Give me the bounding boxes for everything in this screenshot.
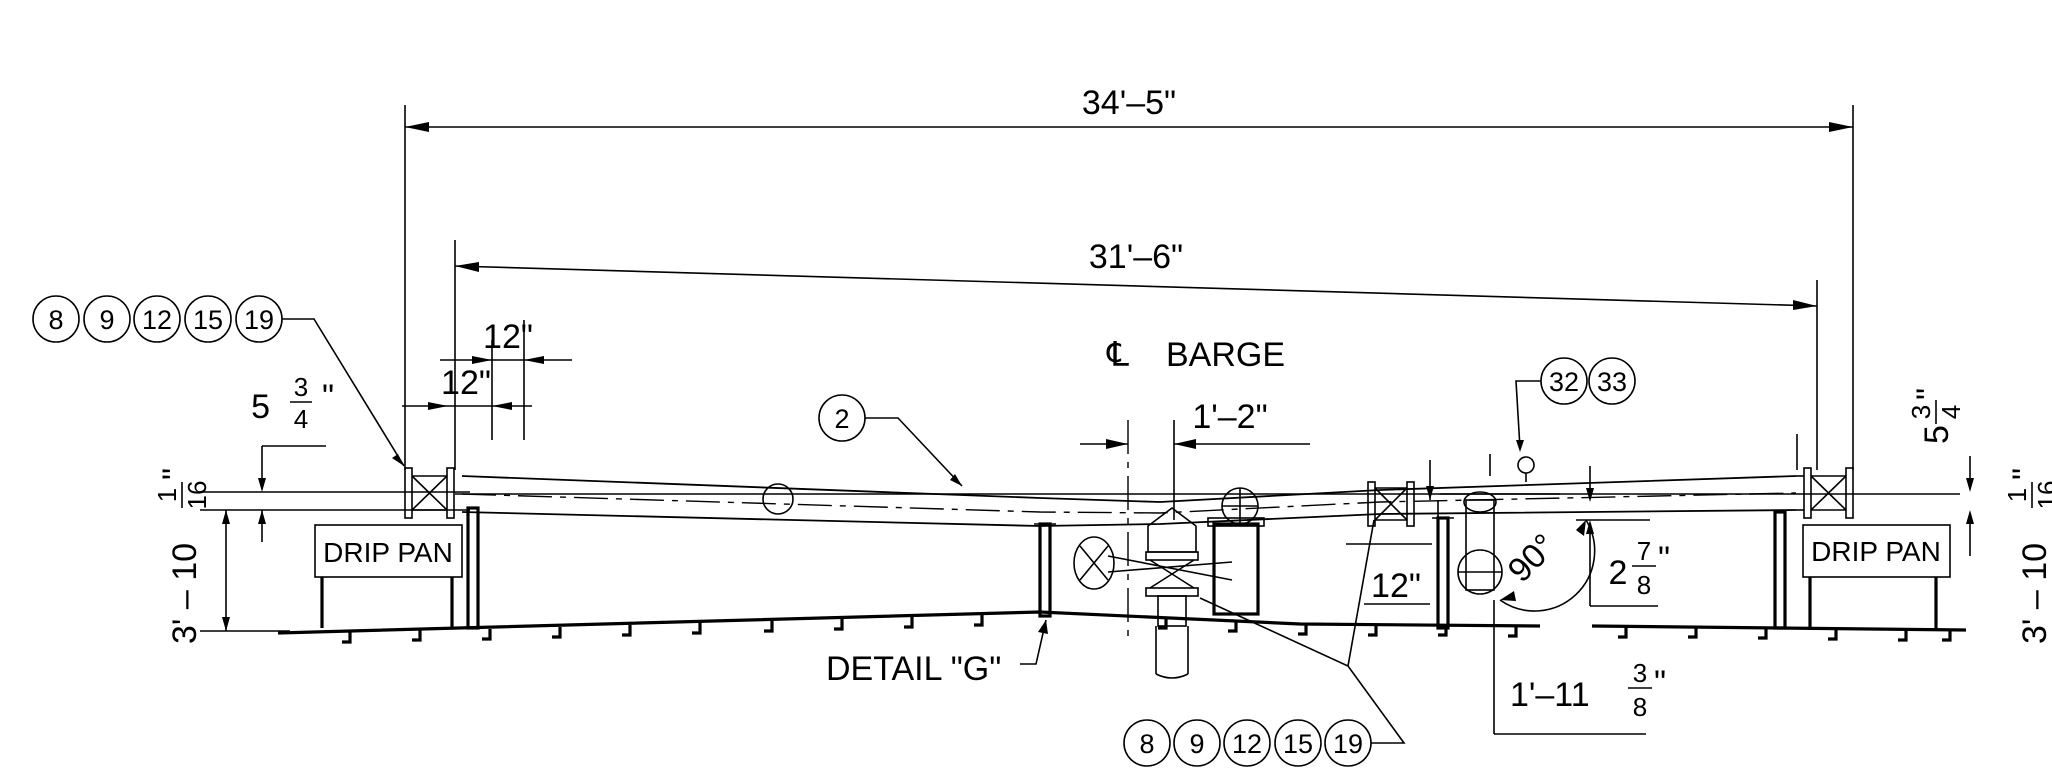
drop-unit: ": [1658, 540, 1670, 578]
inner-dimension-text: 31'–6": [1089, 238, 1183, 276]
right-height-num: 1: [2002, 488, 2032, 502]
overall-dimension-text: 34'–5": [1082, 84, 1176, 122]
callout-bottom-item: 8: [1139, 729, 1154, 759]
center-riser: [1073, 487, 1259, 679]
left-valve-assembly: [404, 467, 455, 519]
drop-whole: 2: [1609, 554, 1628, 592]
center-valve-offset-text: 12": [1371, 567, 1421, 605]
ground-anchors: [342, 615, 1952, 644]
callout-top-left-item: 9: [99, 305, 114, 335]
drip-pan-left-label: DRIP PAN: [323, 537, 453, 568]
drip-pan-right-label: DRIP PAN: [1811, 536, 1941, 567]
gauge-riser: 90°: [1457, 454, 1596, 612]
drop-num: 7: [1637, 536, 1651, 566]
barge-centerline: ℄ BARGE 1'–2": [1080, 336, 1310, 640]
right-rise-dimension: 5 3 4 ": [1906, 388, 1974, 556]
main-pipe: [455, 475, 1960, 527]
bottom-offset-unit: ": [1654, 664, 1666, 702]
barge-label: BARGE: [1166, 336, 1285, 374]
left-height-whole: 3' – 10: [166, 543, 204, 644]
left-height-den: 16: [182, 481, 212, 510]
right-valve-assembly: [1796, 434, 1854, 519]
inner-dimension: 31'–6": [454, 238, 1818, 470]
callout-bottom-item: 19: [1333, 729, 1363, 759]
drop-dimension: 2 7 8 ": [1576, 466, 1670, 607]
right-rise-unit: ": [1910, 388, 1948, 400]
left-rise-num: 3: [294, 372, 308, 402]
callout-bottom-item: 15: [1283, 729, 1313, 759]
callout-top-left-item: 19: [244, 305, 274, 335]
bottom-offset-den: 8: [1633, 692, 1647, 722]
left-height-unit: ": [156, 468, 194, 480]
left-height-num: 1: [152, 488, 182, 502]
right-height-whole: 3' – 10: [2016, 543, 2052, 644]
left-height-dimension: 3' – 10 1 16 ": [152, 468, 470, 644]
callout-pipe: 2: [818, 394, 963, 487]
bottom-offset-whole: 1'–11: [1510, 676, 1590, 714]
left-rise-den: 4: [294, 404, 308, 434]
right-rise-num: 3: [1906, 405, 1936, 419]
callout-pipe-item: 2: [834, 404, 849, 434]
callout-bottom-item: 9: [1189, 729, 1204, 759]
right-rise-whole: 5: [1918, 425, 1956, 444]
callout-group-top-left: 8 9 12 15 19: [32, 295, 405, 467]
flange-12in-dimensions: 12" 12": [402, 318, 572, 440]
ground-and-supports: [277, 506, 1967, 644]
flange-offset-bottom-text: 12": [441, 364, 491, 402]
callout-bottom-item: 12: [1232, 729, 1262, 759]
callout-gauge-item: 33: [1597, 367, 1627, 397]
callout-gauge-item: 32: [1549, 367, 1579, 397]
barge-offset-text: 1'–2": [1192, 398, 1267, 436]
right-height-dimension: 3' – 10 1 16 ": [2002, 468, 2052, 644]
callout-gauge: 32 33: [1515, 357, 1636, 452]
overall-dimension: 34'–5": [404, 84, 1854, 470]
callout-top-left-item: 12: [142, 305, 172, 335]
angle-text: 90°: [1501, 527, 1564, 590]
right-height-unit: ": [2006, 468, 2044, 480]
left-rise-whole: 5: [251, 388, 270, 426]
drip-pan-right: DRIP PAN: [1802, 524, 1951, 630]
mid-valve-assembly: [1367, 481, 1415, 527]
detail-g-callout: DETAIL "G": [826, 619, 1048, 688]
left-rise-dimension: 5 3 4 ": [251, 372, 334, 542]
right-height-den: 16: [2032, 481, 2052, 510]
drip-pan-left: DRIP PAN: [314, 524, 463, 628]
detail-g-label: DETAIL "G": [826, 650, 1001, 688]
bottom-offset-num: 3: [1633, 658, 1647, 688]
callout-top-left-item: 15: [193, 305, 223, 335]
bottom-offset-dimension: 1'–11 3 8 ": [1493, 600, 1666, 735]
right-rise-den: 4: [1936, 405, 1966, 419]
center-valve-12in-dimension: 12": [1346, 460, 1439, 620]
left-rise-unit: ": [322, 378, 334, 416]
callout-top-left-item: 8: [48, 305, 63, 335]
centerline-symbol: ℄: [1106, 336, 1129, 374]
flange-offset-top-text: 12": [483, 318, 533, 356]
drop-den: 8: [1637, 570, 1651, 600]
callout-group-bottom: 8 9 12 15 19: [1123, 519, 1406, 767]
